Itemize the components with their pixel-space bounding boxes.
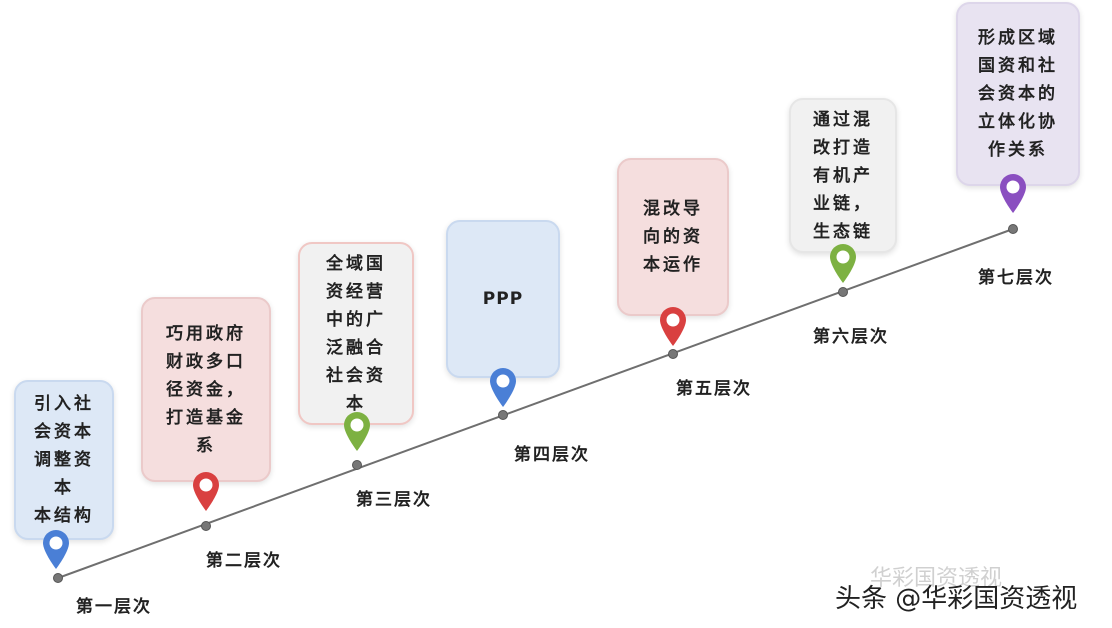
level-1-box: 引入社 会资本 调整资本 本结构	[14, 380, 114, 540]
level-7-text: 形成区域 国资和社 会资本的 立体化协 作关系	[978, 28, 1058, 160]
level-1-text: 引入社 会资本 调整资本 本结构	[34, 394, 94, 526]
level-4-box: PPP	[446, 220, 560, 378]
level-5-node	[668, 349, 678, 359]
level-6-label: 第六层次	[813, 327, 889, 347]
level-4-label: 第四层次	[514, 445, 590, 465]
level-7-box: 形成区域 国资和社 会资本的 立体化协 作关系	[956, 2, 1080, 186]
watermark: 头条 @华彩国资透视	[835, 584, 1078, 614]
level-1-node	[53, 573, 63, 583]
level-1-label: 第一层次	[76, 597, 152, 617]
level-6-box: 通过混 改打造 有机产 业链， 生态链	[789, 98, 897, 253]
level-4-map-pin-icon	[490, 368, 516, 407]
level-3-box: 全域国 资经营 中的广 泛融合 社会资 本	[298, 242, 414, 425]
level-4-node	[498, 410, 508, 420]
level-1-map-pin-icon	[43, 530, 69, 569]
level-2-box: 巧用政府 财政多口 径资金， 打造基金 系	[141, 297, 271, 482]
level-7-map-pin-icon	[1000, 174, 1026, 213]
level-6-node	[838, 287, 848, 297]
level-5-map-pin-icon	[660, 307, 686, 346]
level-3-map-pin-icon	[344, 412, 370, 451]
level-3-node	[352, 460, 362, 470]
level-5-label: 第五层次	[676, 379, 752, 399]
level-5-box: 混改导 向的资 本运作	[617, 158, 729, 316]
level-6-map-pin-icon	[830, 244, 856, 283]
level-5-text: 混改导 向的资 本运作	[643, 199, 703, 275]
level-4-text: PPP	[482, 289, 524, 309]
level-6-text: 通过混 改打造 有机产 业链， 生态链	[813, 109, 873, 242]
level-7-label: 第七层次	[978, 268, 1054, 288]
level-2-label: 第二层次	[206, 551, 282, 571]
level-7-node	[1008, 224, 1018, 234]
level-2-text: 巧用政府 财政多口 径资金， 打造基金 系	[166, 323, 246, 456]
watermark-ghost: 华彩国资透视	[870, 566, 1003, 591]
level-2-node	[201, 521, 211, 531]
level-3-text: 全域国 资经营 中的广 泛融合 社会资 本	[326, 253, 386, 414]
level-2-map-pin-icon	[193, 472, 219, 511]
level-3-label: 第三层次	[356, 490, 432, 510]
